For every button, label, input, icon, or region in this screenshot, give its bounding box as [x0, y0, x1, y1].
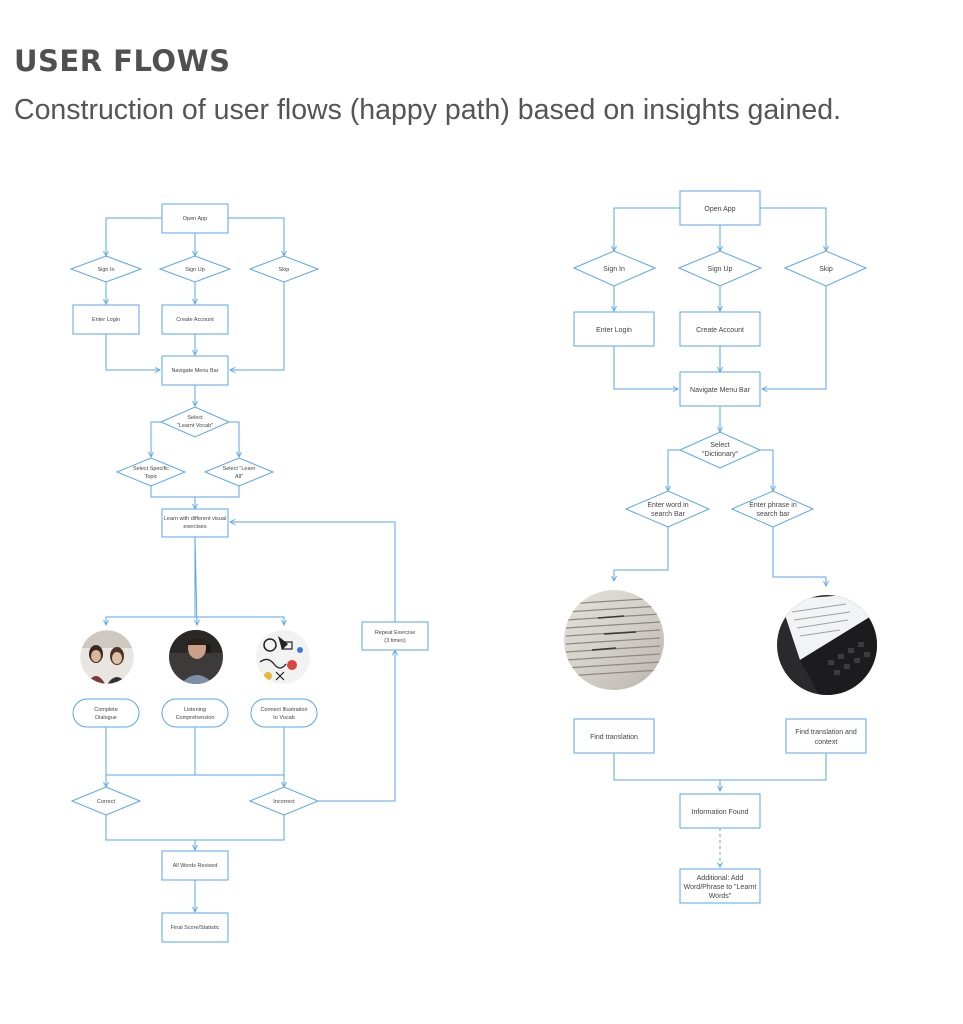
svg-text:Comprehension: Comprehension — [176, 715, 215, 721]
svg-text:Find translation and: Find translation and — [795, 729, 857, 736]
node-find-translation: Find translation — [573, 718, 655, 754]
svg-text:Find translation: Find translation — [590, 734, 638, 741]
svg-text:Create Account: Create Account — [176, 317, 214, 323]
svg-text:Dialogue: Dialogue — [95, 715, 117, 721]
svg-text:Select Specific: Select Specific — [133, 466, 169, 472]
svg-text:Learn with different visual: Learn with different visual — [164, 516, 226, 522]
node-enter-login-2: Enter Login — [573, 311, 655, 347]
decision-sign-up-2: Sign Up — [677, 250, 763, 287]
svg-text:Navigate Menu Bar: Navigate Menu Bar — [690, 387, 751, 394]
svg-text:All": All" — [235, 474, 243, 480]
svg-text:Select: Select — [710, 442, 730, 449]
svg-text:Sign In: Sign In — [603, 266, 625, 273]
svg-text:Complete: Complete — [94, 707, 118, 713]
svg-text:Enter word in: Enter word in — [647, 502, 688, 509]
svg-text:Correct: Correct — [97, 799, 116, 805]
svg-text:(3 times): (3 times) — [384, 638, 406, 644]
node-navigate-menu-bar-2: Navigate Menu Bar — [679, 371, 761, 407]
svg-text:Topic: Topic — [145, 474, 158, 480]
listening-photo — [169, 630, 223, 684]
node-final-score: Final Score/Statistic — [161, 912, 229, 943]
node-learn-visual-exercises: Learn with different visual exercises — [161, 508, 229, 538]
node-navigate-menu-bar: Navigate Menu Bar — [161, 355, 229, 386]
svg-text:Additional: Add: Additional: Add — [697, 875, 744, 882]
svg-text:Enter phrase in: Enter phrase in — [749, 502, 797, 509]
decision-select-learn-all: Select "Learn All" — [203, 457, 275, 487]
svg-text:Word/Phrase to "Learnt: Word/Phrase to "Learnt — [684, 884, 757, 891]
flow-vocab: Open App Sign In Sign Up Skip Enter Logi… — [69, 203, 429, 943]
svg-text:Listening: Listening — [184, 707, 206, 713]
decision-select-dictionary: Select "Dictionary" — [678, 431, 762, 469]
device-photo — [777, 595, 877, 695]
decision-select-specific-topic: Select Specific Topic — [115, 457, 187, 487]
svg-text:Select "Learn: Select "Learn — [223, 466, 256, 472]
svg-text:Enter Login: Enter Login — [92, 317, 120, 323]
page-subtitle: Construction of user flows (happy path) … — [14, 94, 841, 126]
svg-text:search Bar: search Bar — [651, 511, 686, 518]
svg-text:search bar: search bar — [756, 511, 790, 518]
svg-text:Words": Words" — [709, 893, 732, 900]
svg-text:Final Score/Statistic: Final Score/Statistic — [171, 925, 220, 931]
node-additional-add-word: Additional: Add Word/Phrase to "Learnt W… — [679, 868, 761, 904]
svg-text:Open App: Open App — [704, 206, 735, 213]
svg-text:Sign Up: Sign Up — [185, 267, 205, 273]
node-all-words-revised: All Words Revised — [161, 850, 229, 881]
svg-text:Skip: Skip — [819, 266, 833, 273]
svg-text:"Learnt Vocab": "Learnt Vocab" — [177, 423, 213, 429]
node-listening-comprehension: Listening Comprehension — [161, 698, 229, 728]
node-find-translation-context: Find translation and context — [785, 718, 867, 754]
decision-sign-in: Sign In — [69, 255, 143, 283]
decision-sign-in-2: Sign In — [572, 250, 657, 287]
decision-enter-word: Enter word in search Bar — [624, 490, 711, 528]
dictionary-photo — [564, 590, 664, 690]
node-information-found: Information Found — [679, 793, 761, 829]
svg-text:All Words Revised: All Words Revised — [173, 863, 218, 869]
svg-text:Skip: Skip — [279, 267, 290, 273]
node-open-app-2: Open App — [679, 190, 761, 226]
illustration-photo — [256, 630, 310, 684]
svg-text:to Vocab: to Vocab — [273, 715, 294, 721]
node-open-app: Open App — [161, 203, 229, 234]
decision-select-learnt-vocab: Select "Learnt Vocab" — [159, 406, 231, 438]
svg-text:Incorrect: Incorrect — [273, 799, 295, 805]
svg-text:Select: Select — [187, 415, 203, 421]
flow-dictionary: Open App Sign In Sign Up Skip Enter Logi… — [564, 190, 877, 904]
decision-correct: Correct — [70, 786, 142, 816]
node-complete-dialogue: Complete Dialogue — [72, 698, 140, 728]
svg-text:Open App: Open App — [183, 216, 207, 222]
svg-text:Navigate Menu Bar: Navigate Menu Bar — [171, 368, 218, 374]
svg-text:Connect Illustration: Connect Illustration — [260, 707, 307, 713]
dialogue-photo — [80, 630, 134, 684]
svg-text:Information Found: Information Found — [692, 809, 749, 816]
decision-enter-phrase: Enter phrase in search bar — [730, 490, 815, 528]
svg-text:Enter Login: Enter Login — [596, 327, 632, 334]
svg-text:Create Account: Create Account — [696, 327, 744, 334]
node-create-account: Create Account — [161, 304, 229, 335]
svg-text:"Dictionary": "Dictionary" — [702, 451, 739, 458]
decision-skip: Skip — [248, 255, 320, 283]
node-repeat-exercise: Repeat Exercise (3 times) — [361, 621, 429, 651]
svg-text:exercises: exercises — [183, 524, 206, 530]
decision-skip-2: Skip — [783, 250, 868, 287]
svg-text:context: context — [815, 739, 838, 746]
node-connect-illustration: Connect Illustration to Vocab — [250, 698, 318, 728]
node-enter-login: Enter Login — [72, 304, 140, 335]
decision-incorrect: Incorrect — [248, 786, 320, 816]
decision-sign-up: Sign Up — [158, 255, 232, 283]
svg-text:Sign In: Sign In — [97, 267, 114, 273]
svg-text:Repeat Exercise: Repeat Exercise — [375, 630, 415, 636]
node-create-account-2: Create Account — [679, 311, 761, 347]
svg-text:Sign Up: Sign Up — [708, 266, 733, 273]
page-title: USER FLOWS — [14, 44, 231, 78]
